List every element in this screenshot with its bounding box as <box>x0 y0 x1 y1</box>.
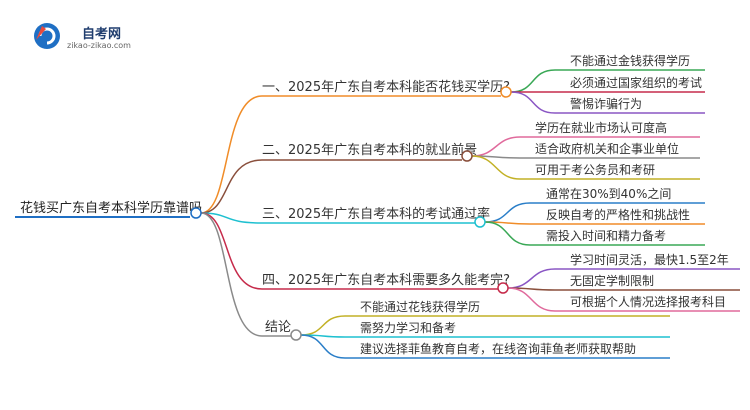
leaf-label-2-3: 可用于考公务员和考研 <box>535 162 655 177</box>
leaf-node-5-3[interactable]: 建议选择菲鱼教育自考，在线咨询菲鱼老师获取帮助 <box>360 341 636 356</box>
leaf-node-1-3[interactable]: 警惕诈骗行为 <box>570 96 642 111</box>
leaf-node-3-2[interactable]: 反映自考的严格性和挑战性 <box>546 207 690 222</box>
leaf-label-5-3: 建议选择菲鱼教育自考，在线咨询菲鱼老师获取帮助 <box>360 341 636 356</box>
leaf-node-3-3[interactable]: 需投入时间和精力备考 <box>546 228 666 243</box>
root-connector <box>190 207 202 219</box>
branch-connector-1 <box>500 86 512 98</box>
leaf-label-4-2: 无固定学制限制 <box>570 273 654 288</box>
leaf-node-4-3[interactable]: 可根据个人情况选择报考科目 <box>570 294 726 309</box>
branch-label-4: 四、2025年广东自考本科需要多久能考完? <box>262 272 510 288</box>
leaf-node-2-2[interactable]: 适合政府机关和企事业单位 <box>535 141 679 156</box>
leaf-node-4-2[interactable]: 无固定学制限制 <box>570 273 654 288</box>
leaf-node-2-3[interactable]: 可用于考公务员和考研 <box>535 162 655 177</box>
leaf-label-3-1: 通常在30%到40%之间 <box>546 187 671 201</box>
branch-label-3: 三、2025年广东自考本科的考试通过率 <box>262 206 490 222</box>
branch-node-2[interactable]: 二、2025年广东自考本科的就业前景 <box>262 142 477 162</box>
branch-leaf-link-4-2 <box>507 287 740 291</box>
branch-node-5[interactable]: 结论 <box>265 320 302 341</box>
leaf-label-2-1: 学历在就业市场认可度高 <box>535 120 667 135</box>
branch-leaf-link-4-3 <box>507 287 740 312</box>
leaf-label-1-3: 警惕诈骗行为 <box>570 96 642 111</box>
leaf-node-4-1[interactable]: 学习时间灵活，最快1.5至2年 <box>570 252 729 267</box>
branch-connector-3 <box>474 216 486 228</box>
leaf-label-3-3: 需投入时间和精力备考 <box>546 228 666 243</box>
root-branch-link-2 <box>200 159 263 214</box>
leaf-label-5-1: 不能通过花钱获得学历 <box>360 299 480 314</box>
branch-label-5: 结论 <box>265 320 291 335</box>
logo: 自考网 zikao-zikao.com <box>34 23 131 50</box>
branch-leaf-link-5-3 <box>300 334 670 359</box>
branch-connector-4 <box>497 282 509 294</box>
leaf-node-5-2[interactable]: 需努力学习和备考 <box>360 320 456 335</box>
leaf-label-2-2: 适合政府机关和企事业单位 <box>535 141 679 156</box>
leaf-node-3-1[interactable]: 通常在30%到40%之间 <box>546 187 671 201</box>
branch-leaf-link-1-3 <box>510 91 705 114</box>
branch-connector-5 <box>290 329 302 341</box>
branch-leaf-link-1-1 <box>510 69 705 93</box>
leaf-label-5-2: 需努力学习和备考 <box>360 320 456 335</box>
leaf-node-1-2[interactable]: 必须通过国家组织的考试 <box>570 75 702 90</box>
branch-label-2: 二、2025年广东自考本科的就业前景 <box>262 142 477 158</box>
leaf-label-1-1: 不能通过金钱获得学历 <box>570 53 690 68</box>
leaf-label-1-2: 必须通过国家组织的考试 <box>570 75 702 90</box>
branch-node-3[interactable]: 三、2025年广东自考本科的考试通过率 <box>262 206 490 228</box>
leaf-label-4-1: 学习时间灵活，最快1.5至2年 <box>570 252 729 267</box>
branch-node-1[interactable]: 一、2025年广东自考本科能否花钱买学历? <box>262 79 512 98</box>
leaf-label-3-2: 反映自考的严格性和挑战性 <box>546 207 690 222</box>
root-branch-link-3 <box>200 212 263 224</box>
root-node[interactable]: 花钱买广东自考本科学历靠谱吗 <box>15 200 202 219</box>
root-label: 花钱买广东自考本科学历靠谱吗 <box>20 200 202 216</box>
branch-label-1: 一、2025年广东自考本科能否花钱买学历? <box>262 79 510 95</box>
branch-leaf-link-2-2 <box>471 155 700 159</box>
leaf-node-1-1[interactable]: 不能通过金钱获得学历 <box>570 53 690 68</box>
branch-leaf-link-3-2 <box>484 221 705 225</box>
branch-connector-2 <box>461 150 473 162</box>
logo-title: 自考网 <box>82 26 121 42</box>
branch-leaf-link-5-2 <box>300 334 670 338</box>
connector-lines <box>200 69 740 359</box>
root-branch-link-4 <box>200 212 263 290</box>
logo-icon <box>34 23 60 49</box>
root-branch-link-5 <box>200 212 263 337</box>
leaf-node-2-1[interactable]: 学历在就业市场认可度高 <box>535 120 667 135</box>
leaf-node-5-1[interactable]: 不能通过花钱获得学历 <box>360 299 480 314</box>
branch-leaf-link-3-3 <box>484 221 705 246</box>
branch-leaf-link-2-3 <box>471 155 700 180</box>
leaf-label-4-3: 可根据个人情况选择报考科目 <box>570 294 726 309</box>
branch-node-4[interactable]: 四、2025年广东自考本科需要多久能考完? <box>262 272 510 294</box>
logo-url: zikao-zikao.com <box>67 41 131 50</box>
root-branch-link-1 <box>200 95 263 214</box>
branch-leaf-link-5-1 <box>300 315 670 336</box>
nodes: 花钱买广东自考本科学历靠谱吗 一、2025年广东自考本科能否花钱买学历? 不能通… <box>15 53 729 356</box>
